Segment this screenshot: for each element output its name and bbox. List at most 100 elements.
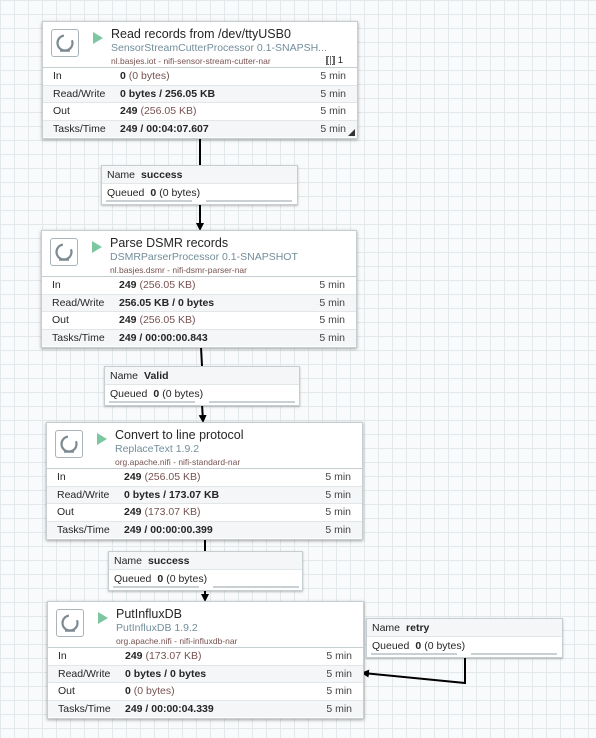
stat-value: 249 (256.05 KB): [119, 279, 196, 292]
stat-row-out: Out 249 (256.05 KB) 5 min: [43, 103, 357, 121]
stat-row-read-write: Read/Write 0 bytes / 0 bytes 5 min: [48, 665, 363, 683]
processor-name: Parse DSMR records: [110, 236, 229, 250]
stat-value: 249 (256.05 KB): [119, 314, 196, 327]
stat-row-read-write: Read/Write 0 bytes / 256.05 KB 5 min: [43, 85, 357, 103]
stat-row-in: In 0 (0 bytes) 5 min: [43, 68, 357, 86]
stat-label: Tasks/Time: [52, 331, 105, 344]
stat-label: In: [52, 279, 61, 292]
stat-window: 5 min: [325, 488, 351, 501]
stat-label: Read/Write: [58, 667, 111, 680]
bulletin-badge[interactable]: 1: [325, 55, 343, 66]
running-icon: [93, 32, 103, 44]
stat-row-tasks-time: Tasks/Time 249 / 00:00:00.399 5 min: [47, 521, 362, 538]
queue-progress: [371, 653, 457, 655]
stat-label: In: [57, 471, 66, 484]
processor-stats: In 249 (256.05 KB) 5 min Read/Write 256.…: [42, 276, 356, 346]
connection-name: retry: [406, 621, 430, 634]
running-icon: [97, 433, 107, 445]
stat-label: Read/Write: [57, 488, 110, 501]
stat-value: 0 (0 bytes): [120, 70, 170, 83]
stat-window: 5 min: [320, 87, 346, 100]
stat-row-in: In 249 (173.07 KB) 5 min: [48, 648, 363, 666]
processor-bundle: org.apache.nifi - nifi-standard-nar: [115, 457, 241, 467]
connection-name-row: Name retry: [367, 619, 562, 637]
stat-window: 5 min: [319, 331, 345, 344]
processor-header: PutInfluxDB PutInfluxDB 1.9.2 org.apache…: [48, 602, 363, 647]
processor-icon: [56, 609, 84, 637]
queue-progress: [209, 401, 295, 403]
stat-value: 249 / 00:00:00.399: [124, 523, 213, 536]
connection-label-success-2[interactable]: Name success Queued 0 (0 bytes): [108, 551, 303, 591]
connection-name-label: Name: [110, 369, 139, 382]
processor-name: Convert to line protocol: [115, 428, 244, 442]
stat-row-in: In 249 (256.05 KB) 5 min: [42, 277, 356, 295]
connection-label-valid[interactable]: Name Valid Queued 0 (0 bytes): [104, 366, 300, 406]
processor-icon: [50, 238, 78, 266]
processor-read-records[interactable]: Read records from /dev/ttyUSB0 SensorStr…: [42, 21, 358, 139]
queued-size: (0 bytes): [162, 387, 204, 400]
stat-row-read-write: Read/Write 256.05 KB / 0 bytes 5 min: [42, 294, 356, 312]
connection-label-success-1[interactable]: Name success Queued 0 (0 bytes): [101, 165, 298, 205]
stat-label: Out: [58, 685, 75, 698]
queue-progress: [109, 401, 195, 403]
stat-label: Read/Write: [52, 296, 105, 309]
processor-put-influxdb[interactable]: PutInfluxDB PutInfluxDB 1.9.2 org.apache…: [47, 601, 364, 719]
stat-window: 5 min: [319, 279, 345, 292]
connection-queued-row: Queued 0 (0 bytes): [367, 637, 562, 654]
processor-convert-line-protocol[interactable]: Convert to line protocol ReplaceText 1.9…: [46, 422, 363, 540]
connection-queued-row: Queued 0 (0 bytes): [105, 385, 299, 402]
stat-label: Tasks/Time: [58, 702, 111, 715]
connection-line-retry: [361, 655, 466, 685]
processor-icon: [55, 430, 83, 458]
processor-type: DSMRParserProcessor 0.1-SNAPSHOT: [110, 251, 298, 263]
processor-parse-dsmr[interactable]: Parse DSMR records DSMRParserProcessor 0…: [41, 230, 357, 348]
connection-label-retry[interactable]: Name retry Queued 0 (0 bytes): [366, 618, 563, 658]
stat-window: 5 min: [319, 314, 345, 327]
queued-count: 0: [157, 572, 164, 585]
connection-name-row: Name success: [102, 166, 297, 184]
stat-value: 249 (173.07 KB): [125, 650, 202, 663]
processor-header: Read records from /dev/ttyUSB0 SensorStr…: [43, 22, 357, 67]
stat-value: 256.05 KB / 0 bytes: [119, 296, 215, 309]
processor-stats: In 249 (173.07 KB) 5 min Read/Write 0 by…: [48, 647, 363, 717]
stat-label: Out: [53, 105, 70, 118]
resize-handle-icon[interactable]: [348, 129, 355, 136]
bulletin-icon: [325, 56, 335, 65]
queued-label: Queued: [114, 572, 152, 585]
queue-progress: [106, 200, 192, 202]
stat-row-read-write: Read/Write 0 bytes / 173.07 KB 5 min: [47, 486, 362, 504]
queued-count: 0: [415, 639, 422, 652]
processor-type: SensorStreamCutterProcessor 0.1-SNAPSH..…: [111, 42, 327, 54]
queued-label: Queued: [110, 387, 148, 400]
stat-label: Tasks/Time: [53, 122, 106, 135]
stat-value: 249 / 00:00:04.339: [125, 702, 214, 715]
bulletin-count: 1: [337, 55, 343, 66]
stat-row-tasks-time: Tasks/Time 249 / 00:00:04.339 5 min: [48, 700, 363, 717]
queue-progress: [206, 200, 292, 202]
stat-window: 5 min: [320, 122, 346, 135]
stat-label: In: [53, 70, 62, 83]
stat-window: 5 min: [325, 506, 351, 519]
queued-count: 0: [153, 387, 160, 400]
connection-name: Valid: [144, 369, 169, 382]
processor-header: Parse DSMR records DSMRParserProcessor 0…: [42, 231, 356, 276]
connection-name: success: [141, 168, 183, 181]
stat-row-out: Out 249 (256.05 KB) 5 min: [42, 312, 356, 330]
processor-stats: In 0 (0 bytes) 5 min Read/Write 0 bytes …: [43, 67, 357, 137]
stat-label: Out: [52, 314, 69, 327]
stat-row-in: In 249 (256.05 KB) 5 min: [47, 469, 362, 487]
stat-label: In: [58, 650, 67, 663]
stat-window: 5 min: [326, 650, 352, 663]
connection-name: success: [148, 554, 190, 567]
stat-value: 249 / 00:00:00.843: [119, 331, 208, 344]
queued-size: (0 bytes): [424, 639, 466, 652]
stat-value: 249 / 00:04:07.607: [120, 122, 209, 135]
stat-window: 5 min: [325, 471, 351, 484]
stat-window: 5 min: [320, 105, 346, 118]
stat-value: 249 (256.05 KB): [124, 471, 201, 484]
processor-bundle: nl.basjes.iot - nifi-sensor-stream-cutte…: [111, 56, 271, 66]
running-icon: [92, 241, 102, 253]
stat-window: 5 min: [319, 296, 345, 309]
connection-line-2b: [198, 403, 207, 423]
